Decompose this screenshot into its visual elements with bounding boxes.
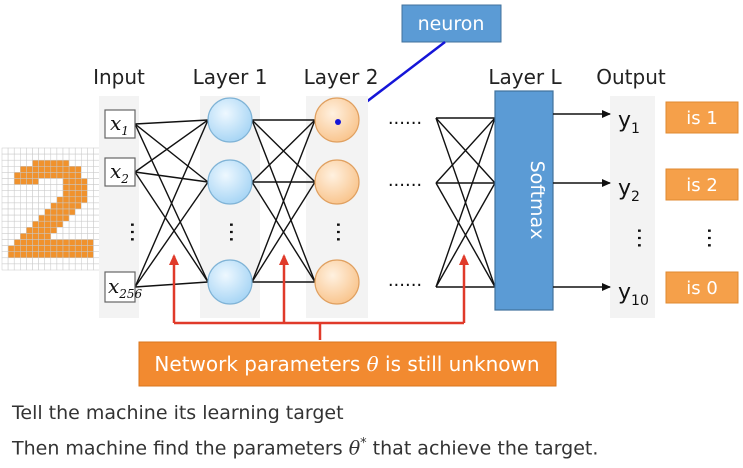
result-box-1 [665,101,739,134]
layer1-layer2-connection [251,119,316,183]
params-box [138,341,557,387]
layer1-node-3 [207,259,253,305]
digit-image [1,147,100,271]
layer2-node-2 [314,159,360,205]
result-label-2: is 2 [686,175,718,196]
header-layer2: Layer 2 [304,65,379,89]
layer1-node-2 [207,159,253,205]
output-y10: y10 [618,280,649,309]
layer2-vdots: … [331,221,356,243]
layer1-vdots: … [224,221,249,243]
layerL-in-connection [435,117,496,288]
layer1-node-1 [207,97,253,143]
params-text: Network parameters θ is still unknown [154,352,539,376]
svg-text:x2: x2 [110,159,129,186]
input-x2: x2 [104,157,136,187]
input-x256: x256 [104,271,143,303]
svg-text:x256: x256 [108,274,143,301]
input-layer1-connection [134,281,209,288]
layerL-in-connection [435,117,496,184]
output-y1: y1 [618,108,640,137]
svg-text:x1: x1 [110,111,129,138]
output-column [610,96,655,318]
header-input: Input [93,65,145,89]
layerL-in-connection [435,182,496,288]
input-layer1-connection [134,119,209,173]
input-x1: x1 [104,109,136,139]
input-vdots: … [125,221,150,243]
caption-line-1: Tell the machine its learning target [12,402,344,424]
layer1-layer2-connection [251,181,316,283]
ellipsis-row-2: ...... [388,170,422,191]
result-label-3: is 0 [686,278,718,299]
input-layer1-connection [134,171,209,283]
input-layer1-connection [134,123,209,183]
softmax-label: Softmax [526,161,548,240]
softmax-layer [494,90,554,311]
output-y2: y2 [618,176,640,205]
header-output: Output [596,65,666,89]
result-box-3 [665,271,739,304]
header-layer1: Layer 1 [193,65,268,89]
result-vdots: … [702,227,727,249]
input-layer1-connection [134,119,209,125]
connections [134,117,496,288]
ellipsis-row-1: ...... [388,108,422,129]
result-box-2 [665,168,739,201]
neuron-label: neuron [418,13,485,35]
input-layer1-connection [134,181,209,288]
input-layer1-connection [134,119,209,288]
result-label-1: is 1 [686,108,718,129]
neuron-dot [335,119,341,125]
input-layer1-connection [134,171,209,183]
output-vdots: … [632,227,657,249]
neuron-label-box [401,4,502,43]
layer1-layer2-connection [251,119,316,283]
caption-line-2: Then machine find the parameters θ* that… [12,436,599,460]
layer2-node-3 [314,259,360,305]
ellipsis-row-3: ...... [388,270,422,291]
header-layerL: Layer L [488,65,562,89]
parameter-arrows [169,254,469,340]
